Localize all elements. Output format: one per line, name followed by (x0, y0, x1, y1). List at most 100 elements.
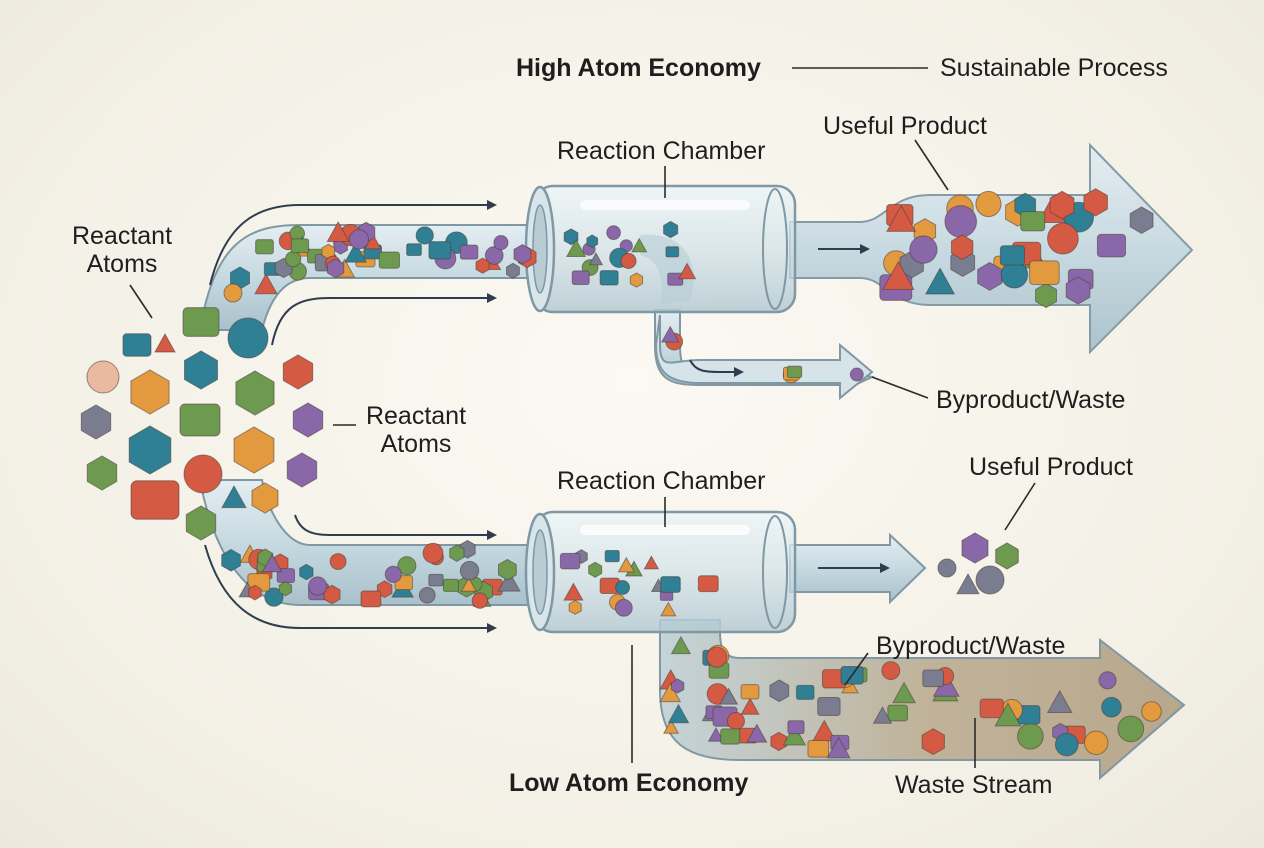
atom-particle (951, 234, 974, 261)
atom-particle (782, 724, 807, 746)
atom-particle (660, 576, 681, 593)
atom-particle (364, 233, 382, 250)
atom-particle (1049, 190, 1075, 220)
atom-particle (130, 480, 180, 520)
atom-particle (384, 565, 402, 583)
atom-particle (360, 590, 382, 608)
atom-particle (975, 190, 1002, 218)
atom-particle (1096, 233, 1127, 258)
reaction-chamber-bottom-label: Reaction Chamber (557, 467, 766, 495)
atom-particle (1035, 282, 1057, 309)
atom-particle (807, 740, 830, 758)
top-waste-pipe-body (654, 314, 874, 401)
atom-particle (415, 226, 434, 245)
atom-particle (221, 548, 241, 572)
atom-particle (588, 561, 603, 578)
atom-particle (629, 272, 644, 288)
atom-particle (1020, 211, 1046, 232)
atom-particle (599, 270, 619, 286)
atom-particle (979, 698, 1004, 719)
atom-particle (1098, 671, 1117, 690)
atom-particle (740, 684, 760, 700)
atom-particle (80, 404, 112, 440)
atom-particle (995, 542, 1019, 570)
atom-particle (484, 246, 504, 265)
atom-particle (660, 325, 680, 343)
atom-particle (937, 558, 957, 578)
bottom-reaction-chamber (524, 510, 797, 634)
atom-particle (471, 592, 489, 609)
atom-particle (86, 455, 118, 491)
atom-particle (292, 402, 324, 438)
atom-particle (122, 333, 152, 357)
atom-particle (449, 544, 465, 562)
atom-particle (670, 635, 692, 655)
atom-particle (1129, 206, 1154, 234)
atom-particle (1117, 715, 1145, 743)
atom-particle (697, 575, 719, 593)
atom-particle (921, 728, 945, 756)
atom-particle (185, 505, 217, 541)
atom-particle (617, 556, 636, 573)
atom-particle (559, 552, 581, 570)
atom-particle (659, 682, 682, 703)
atom-particle (956, 572, 980, 595)
atom-particle (248, 584, 262, 601)
atom-particle (475, 257, 490, 274)
atom-particle (406, 243, 422, 257)
atom-particle (786, 365, 803, 379)
atom-particle (924, 267, 956, 295)
atom-particle (660, 601, 677, 617)
atom-particle (128, 425, 172, 475)
atom-particle (254, 272, 278, 295)
atom-particle (881, 661, 901, 681)
atom-particle (1046, 689, 1073, 713)
atom-particle (882, 260, 915, 290)
atom-particle (1083, 188, 1108, 217)
atom-particle (179, 403, 221, 437)
atom-particle (643, 555, 660, 570)
atom-particle (308, 576, 328, 596)
atom-particle (497, 570, 521, 592)
atom-particle (961, 532, 989, 564)
atom-particle (1065, 276, 1091, 305)
atom-particle (278, 581, 292, 597)
atom-particle (663, 719, 680, 734)
atom-particle (849, 367, 864, 382)
atom-particle (378, 251, 400, 269)
atom-particle (182, 307, 220, 337)
atom-particle (769, 679, 790, 703)
atom-particle (770, 731, 788, 752)
atom-particle (498, 558, 517, 581)
atom-particle (631, 237, 648, 253)
atom-particle (740, 697, 760, 715)
atom-particle (1047, 222, 1079, 255)
atom-particle (787, 720, 805, 735)
atom-particle (460, 576, 478, 592)
atom-particle (506, 262, 520, 279)
atom-particle (418, 586, 436, 604)
leader-lines (129, 67, 1036, 768)
atom-particle (422, 542, 444, 564)
atom-particle (1029, 260, 1060, 285)
atom-particle (1141, 701, 1162, 722)
atom-particle (746, 723, 768, 743)
atom-particle (326, 258, 345, 279)
byproduct-waste-top-label: Byproduct/Waste (936, 386, 1126, 414)
high-atom-economy-title: High Atom Economy (516, 54, 761, 82)
reactant-atoms-left-label: Reactant Atoms (71, 222, 173, 278)
atom-particle (348, 229, 370, 250)
atom-particle (614, 598, 633, 617)
atom-particle (1083, 730, 1109, 756)
atom-particle (428, 573, 444, 587)
atom-particle (817, 697, 841, 716)
atom-particle (442, 578, 459, 592)
atom-particle (604, 549, 620, 563)
atom-particle (944, 205, 978, 238)
atom-particle (184, 350, 218, 390)
atom-particle (290, 238, 310, 254)
atom-particle (261, 553, 283, 573)
useful-product-top-label: Useful Product (823, 112, 987, 140)
atom-particle (459, 560, 480, 581)
